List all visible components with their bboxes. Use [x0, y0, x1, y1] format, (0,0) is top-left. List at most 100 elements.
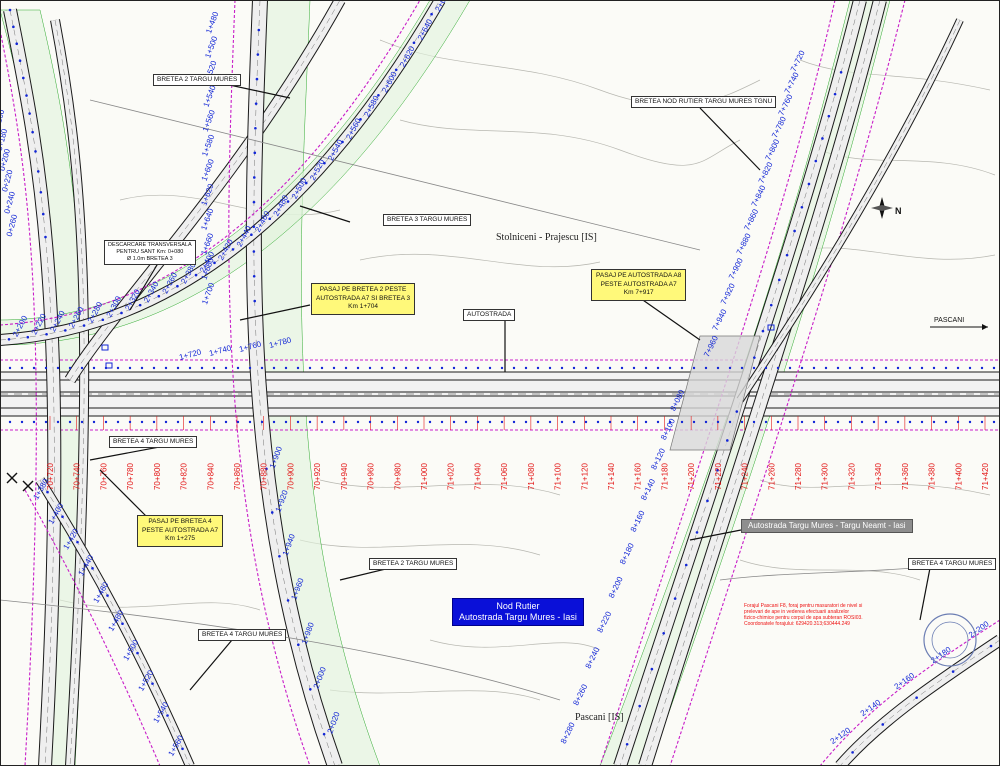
bretea2-station-label-marker [252, 176, 256, 179]
contour-line [359, 253, 601, 268]
a7-upper-station-label: 1+740 [208, 343, 233, 358]
a8-lower-station-label-marker [638, 704, 641, 708]
main-station-label: 70+760 [99, 463, 108, 490]
a7-marker [164, 366, 168, 370]
callout-leader [189, 639, 233, 691]
a7-marker [668, 420, 672, 424]
north-arrow-letter: N [895, 206, 902, 216]
bretea4-low-station-label-marker [136, 651, 139, 655]
a7-marker [20, 420, 24, 424]
contour-line [759, 479, 991, 496]
bretea3-station-label-marker [82, 324, 86, 327]
bretea2-low-station-label-marker [270, 511, 274, 514]
a8-lower-station-label-marker [684, 563, 688, 567]
a7-marker [284, 366, 288, 370]
right-ramp-station-label: 2+140 [859, 698, 883, 719]
a7-marker [380, 420, 384, 424]
bretea2-station-label-marker [253, 299, 257, 303]
a7-marker [404, 366, 408, 370]
a7-marker [560, 420, 564, 424]
bretea2-station-label: 1+540 [202, 84, 218, 109]
main-station-label: 70+780 [126, 463, 135, 490]
bretea3-station-label-marker [157, 294, 161, 298]
label-pasaj-bretea2: PASAJ PE BRETEA 2 PESTE AUTOSTRADA A7 SI… [311, 283, 416, 315]
a7-marker [464, 366, 468, 370]
a7-marker [764, 366, 768, 370]
a7-marker [716, 420, 720, 424]
ramp-left-2-centerline [54, 19, 85, 766]
a8-lower-station-label: 8+180 [618, 541, 636, 566]
a7-marker [284, 420, 288, 424]
ramp-left-station-label-marker [34, 150, 37, 153]
main-station-label: 71+360 [901, 463, 910, 490]
bretea3-station-label-marker [430, 12, 433, 16]
a7-marker [368, 420, 372, 424]
a7-marker [596, 420, 600, 424]
a7-marker [572, 366, 576, 370]
a7-marker [620, 420, 624, 424]
callout-leader [689, 529, 742, 541]
a7-marker [104, 420, 108, 424]
bretea3-station-label-marker [194, 273, 198, 277]
ramp-left-station-label-marker [28, 112, 31, 115]
a8-station-label: 7+940 [711, 307, 729, 332]
main-station-label: 71+200 [687, 463, 696, 490]
a7-marker [56, 366, 60, 370]
a8-lower-station-label-marker [625, 742, 629, 746]
a7-marker [368, 366, 372, 370]
a7-marker [200, 420, 204, 424]
a7-marker [728, 366, 732, 370]
a7-marker [884, 420, 888, 424]
a7-marker [500, 366, 504, 370]
bretea2-station-label-marker [252, 200, 256, 204]
a7-marker [860, 420, 864, 424]
label-autostrada-targu-mures: Autostrada Targu Mures - Targu Neamt - I… [741, 519, 913, 533]
a7-marker [788, 366, 792, 370]
a7-marker [152, 366, 156, 370]
a8-station-label-marker [800, 205, 804, 209]
a7-marker [416, 366, 420, 370]
a7-marker [956, 366, 960, 370]
main-station-label: 71+020 [447, 463, 456, 490]
a7-marker [740, 366, 744, 370]
a7-marker [872, 420, 876, 424]
main-station-label: 71+140 [607, 463, 616, 490]
right-ramp-station-label-marker [915, 696, 918, 699]
a7-marker [116, 366, 120, 370]
callout-leader [339, 567, 391, 581]
a7-marker [836, 366, 840, 370]
a7-marker [992, 366, 996, 370]
a8-upper-carriage-centerline [619, 0, 861, 766]
a7-marker [884, 366, 888, 370]
a8-boundary-right [669, 0, 906, 766]
motorway-a7-surface [0, 372, 1000, 416]
culvert-marker [101, 344, 109, 351]
a7-marker [428, 366, 432, 370]
bretea3-station-label-marker [213, 261, 216, 265]
a7-marker [908, 420, 912, 424]
ramp-left-boundary [0, 29, 37, 766]
a7-marker [296, 420, 300, 424]
main-station-label: 70+980 [393, 463, 402, 490]
bretea3-centerline [0, 0, 441, 341]
callout-leader [699, 107, 761, 171]
a7-marker [20, 366, 24, 370]
bretea4-low-centerline [39, 479, 191, 766]
a8-lower-station-label-marker [650, 667, 654, 671]
bretea2-station-label: 1+560 [201, 108, 217, 133]
bretea3-station-label-marker [359, 118, 362, 121]
label-nod-rutier: Nod Rutier Autostrada Targu Mures - Iasi [452, 598, 584, 626]
a8-station-label-marker [761, 329, 765, 333]
a7-marker [212, 420, 216, 424]
label-pasaj-bretea4: PASAJ PE BRETEA 4 PESTE AUTOSTRADA A7 Km… [137, 515, 224, 547]
a7-marker [680, 420, 684, 424]
a7-marker [92, 366, 96, 370]
bretea3-station-label-marker [268, 217, 272, 221]
a7-marker [140, 420, 144, 424]
bretea3-station-label-marker [341, 140, 344, 144]
right-ramp-station-label-marker [989, 644, 993, 648]
a7-marker [644, 420, 648, 424]
a8-station-label-marker [753, 356, 756, 359]
bretea3-station-label-marker [412, 41, 416, 45]
